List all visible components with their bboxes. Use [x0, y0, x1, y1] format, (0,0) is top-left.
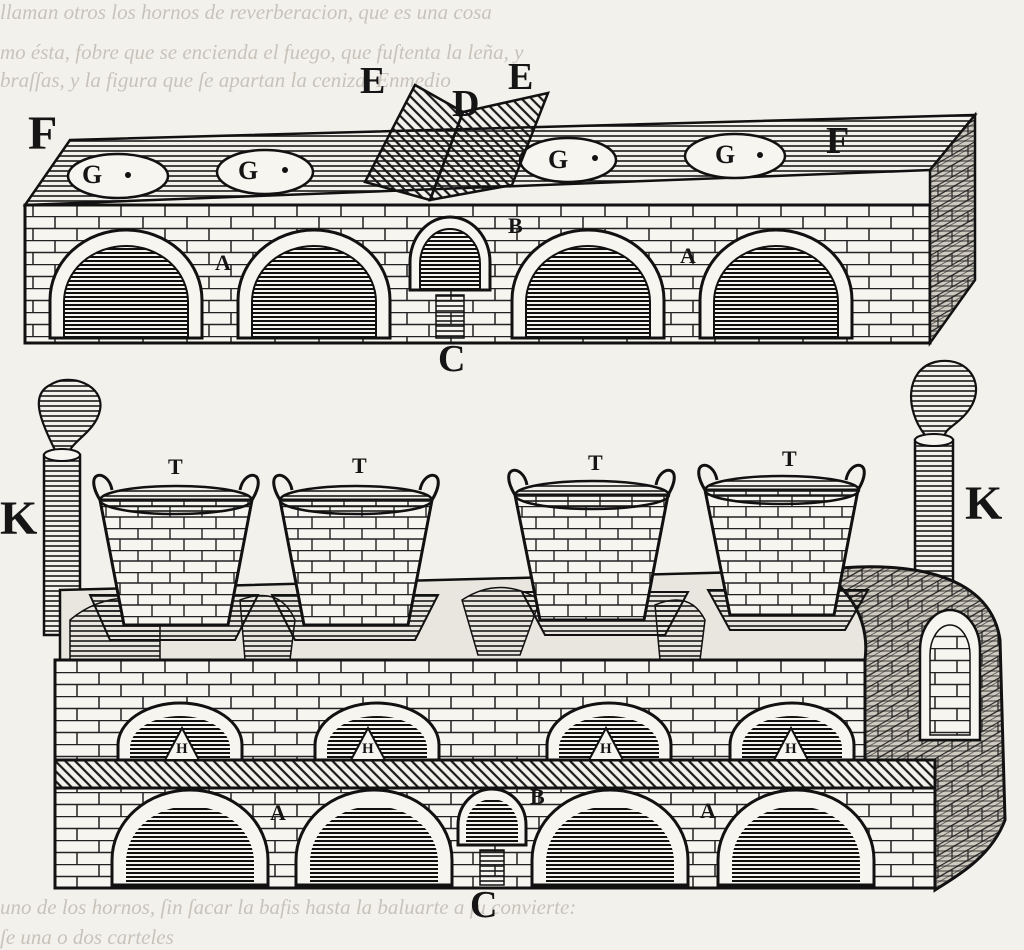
label-t: T: [352, 453, 367, 478]
label-a-upper-left: A: [215, 250, 231, 275]
label-g: G: [548, 145, 569, 174]
lower-arch: [294, 788, 454, 887]
label-h: H: [176, 741, 188, 757]
pot: [88, 473, 260, 641]
label-k-right: K: [965, 477, 1003, 530]
label-k-left: K: [0, 492, 38, 545]
label-f-right: F: [826, 120, 850, 162]
lower-arch: [530, 788, 690, 887]
label-g: G: [82, 160, 103, 189]
label-h: H: [785, 741, 797, 757]
bleed-text-line: llaman otros los hornos de reverberacion…: [0, 0, 492, 24]
label-t: T: [168, 454, 183, 479]
bleed-text-line: mo ésta, fobre que se encienda el fuego,…: [0, 40, 524, 64]
label-c-lower: C: [470, 884, 498, 926]
bleed-text-line: uno de los hornos, ſin ſacar la bafis ha…: [0, 895, 577, 919]
lower-furnace: [37, 359, 1007, 893]
opened-lid: [363, 83, 551, 202]
upper-arch: [48, 228, 204, 340]
label-h: H: [362, 741, 374, 757]
label-g: G: [715, 140, 736, 169]
pot: [697, 463, 870, 631]
smoke-icon: [37, 378, 102, 451]
lower-center-door: [456, 787, 528, 886]
label-e-right: E: [508, 56, 534, 98]
pot: [507, 468, 690, 636]
vent-arch: [116, 701, 244, 762]
bleed-text-line: ſe una o dos carteles: [0, 925, 174, 949]
label-b-lower: B: [530, 784, 545, 809]
label-c-upper: C: [438, 338, 466, 380]
lower-ledge: [53, 758, 937, 790]
upper-center-door: [408, 215, 492, 339]
label-h: H: [600, 741, 612, 757]
upper-hole: [683, 132, 787, 180]
upper-hole: [66, 152, 170, 200]
label-e-left: E: [360, 60, 386, 102]
vent-arch: [545, 701, 673, 762]
smoke-icon: [909, 359, 978, 436]
bleed-text-line: braſſas, y la figura que ſe apartan la c…: [0, 68, 451, 92]
pot: [270, 473, 440, 641]
vent-arch: [728, 701, 856, 762]
upper-arch: [236, 228, 392, 340]
label-a-lower-right: A: [700, 798, 716, 823]
label-f-left: F: [28, 107, 58, 160]
right-chimney: [909, 359, 978, 592]
upper-arch: [698, 228, 854, 340]
lower-arch: [110, 788, 270, 887]
vent-arch: [313, 701, 441, 762]
label-a-lower-left: A: [270, 800, 286, 825]
upper-furnace: [22, 83, 978, 347]
label-a-upper-right: A: [680, 243, 696, 268]
label-b-upper: B: [508, 213, 523, 238]
upper-hole: [215, 148, 315, 196]
label-g: G: [238, 156, 259, 185]
upper-arch: [510, 228, 666, 340]
label-d: D: [452, 83, 480, 125]
label-t: T: [782, 446, 797, 471]
label-t: T: [588, 450, 603, 475]
lower-arch: [716, 788, 876, 887]
